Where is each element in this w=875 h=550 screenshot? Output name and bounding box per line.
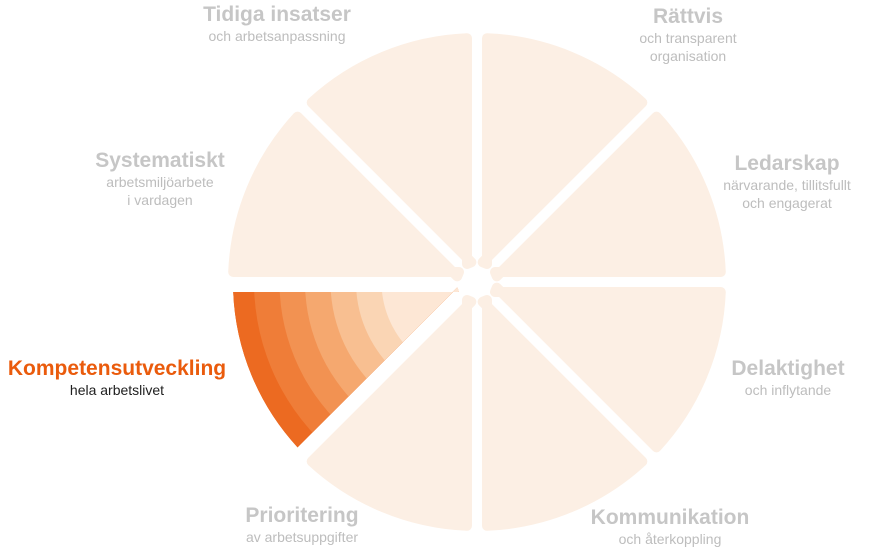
label-ledarskap-sub-2: och engagerat [742, 194, 832, 211]
segment-prioritering[interactable] [306, 295, 477, 531]
label-delaktighet-sub-1: och inflytande [744, 382, 832, 399]
label-tidiga-insatser[interactable]: Tidiga insatser och arbetsanpassning [152, 2, 402, 45]
label-systematiskt[interactable]: Systematiskt arbetsmiljöarbete i vardage… [55, 148, 265, 209]
label-prioritering-sub-1: av arbetsuppgifter [245, 529, 359, 546]
label-ledarskap-sub-1: närvarande, tillitsfullt [723, 177, 851, 194]
segment-ledarskap-shape [490, 111, 726, 282]
label-delaktighet-title: Delaktighet [731, 357, 845, 380]
segment-systematiskt[interactable] [228, 111, 464, 282]
label-kommunikation-title: Kommunikation [590, 506, 750, 529]
segment-rattvis-shape [477, 33, 648, 269]
segment-delaktighet[interactable] [490, 282, 726, 453]
label-systematiskt-sub-2: i vardagen [127, 191, 193, 208]
label-kompetensutveckling[interactable]: Kompetensutveckling hela arbetslivet [0, 356, 234, 399]
label-rattvis-sub-1: och transparent [639, 30, 737, 47]
segment-ledarskap[interactable] [490, 111, 726, 282]
label-rattvis-sub-2: organisation [649, 47, 727, 64]
segment-rattvis[interactable] [477, 33, 648, 269]
label-rattvis[interactable]: Rättvis och transparent organisation [573, 4, 803, 65]
label-kompetensutveckling-sub-1: hela arbetslivet [69, 382, 165, 399]
label-prioritering-title: Prioritering [245, 504, 359, 527]
segment-kommunikation[interactable] [477, 295, 648, 531]
segment-delaktighet-shape [490, 282, 726, 453]
label-ledarskap[interactable]: Ledarskap närvarande, tillitsfullt och e… [682, 151, 875, 212]
label-prioritering[interactable]: Prioritering av arbetsuppgifter [192, 503, 412, 546]
segment-kommunikation-shape [477, 295, 648, 531]
label-systematiskt-sub-1: arbetsmiljöarbete [106, 174, 214, 191]
segment-tidiga-insatser-shape [306, 33, 477, 269]
segment-tidiga-insatser[interactable] [306, 33, 477, 269]
label-ledarskap-title: Ledarskap [734, 152, 840, 175]
label-rattvis-title: Rättvis [652, 5, 724, 28]
label-kommunikation[interactable]: Kommunikation och återkoppling [560, 505, 780, 548]
label-kompetensutveckling-title: Kompetensutveckling [7, 357, 227, 380]
label-tidiga-insatser-sub-1: och arbetsanpassning [208, 28, 346, 45]
label-tidiga-insatser-title: Tidiga insatser [203, 3, 351, 26]
segment-systematiskt-shape [228, 111, 464, 282]
label-kommunikation-sub-1: och återkoppling [618, 531, 722, 548]
segment-prioritering-shape [306, 295, 477, 531]
label-systematiskt-title: Systematiskt [95, 149, 225, 172]
label-delaktighet[interactable]: Delaktighet och inflytande [688, 356, 875, 399]
